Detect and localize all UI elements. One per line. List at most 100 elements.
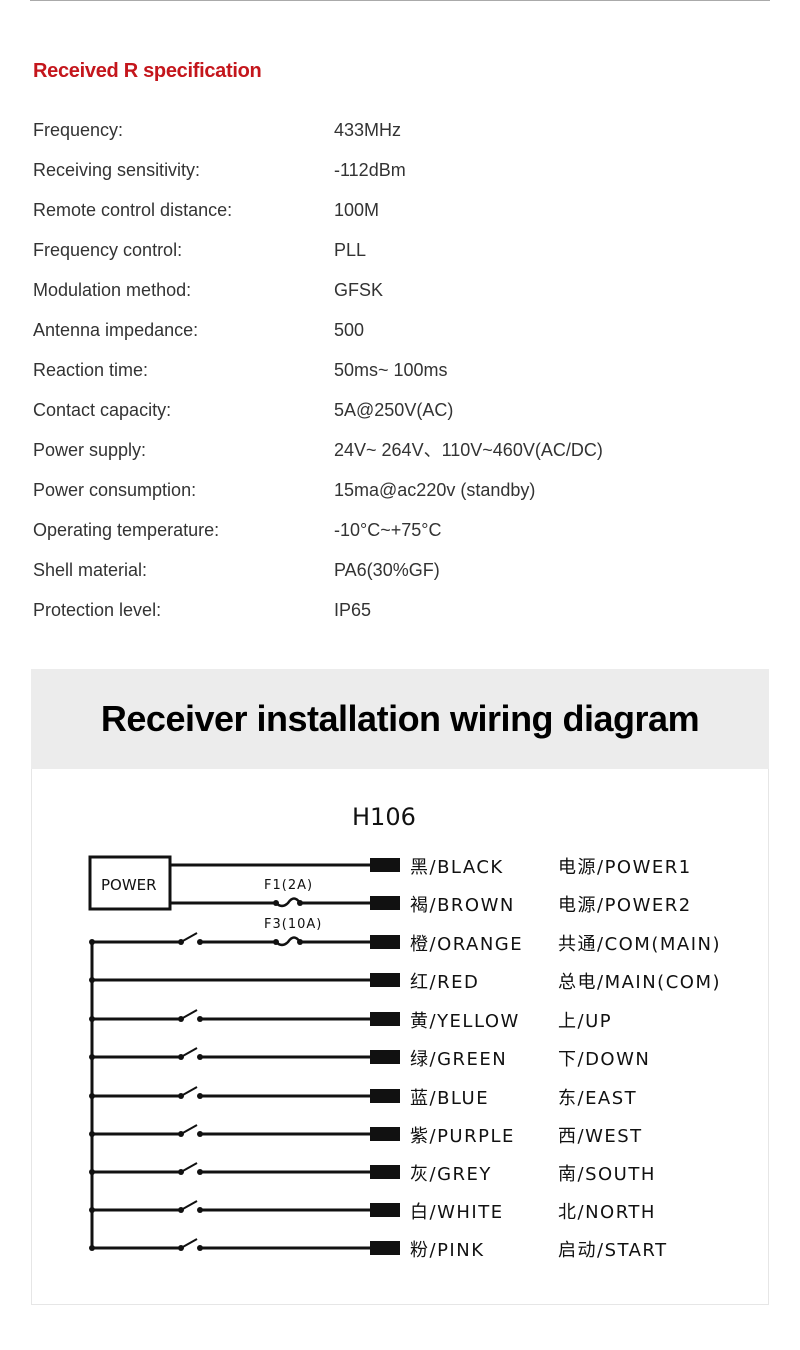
spec-row: Receiving sensitivity: -112dBm <box>33 157 773 197</box>
switch-contact <box>197 1054 203 1060</box>
spec-row: Power supply: 24V~ 264V、110V~460V(AC/DC) <box>33 437 773 477</box>
wire-function-label: 西/WEST <box>558 1126 643 1147</box>
switch-contact <box>197 1016 203 1022</box>
wire-color-label: 蓝/BLUE <box>410 1088 489 1109</box>
wire-function-label: 南/SOUTH <box>558 1164 656 1185</box>
spec-label: Antenna impedance: <box>33 320 199 340</box>
fuse-contact <box>273 900 279 906</box>
wire-color-label: 黑/BLACK <box>410 857 504 878</box>
wire-function-label: 电源/POWER2 <box>558 895 692 916</box>
fuse-contact <box>297 939 303 945</box>
spec-value: 24V~ 264V、110V~460V(AC/DC) <box>334 440 603 460</box>
spec-label: Frequency control: <box>33 240 183 260</box>
bus-junction <box>89 1093 95 1099</box>
spec-row: Protection level: IP65 <box>33 597 773 637</box>
wire-function-label: 启动/START <box>558 1240 668 1261</box>
wire-color-label: 黄/YELLOW <box>410 1011 520 1032</box>
spec-label: Shell material: <box>33 560 148 580</box>
spec-label: Contact capacity: <box>33 400 172 420</box>
bus-junction <box>89 1245 95 1251</box>
wire-function-label: 下/DOWN <box>558 1049 650 1070</box>
spec-row: Antenna impedance: 500 <box>33 317 773 357</box>
spec-value: 433MHz <box>334 120 402 140</box>
bus-junction <box>89 977 95 983</box>
bus-junction <box>89 1207 95 1213</box>
spec-label: Receiving sensitivity: <box>33 160 201 180</box>
spec-label: Modulation method: <box>33 280 192 300</box>
terminal-block <box>370 973 400 987</box>
switch-icon <box>180 932 198 943</box>
fuse-label: F3(10A) <box>264 917 322 932</box>
switch-icon <box>180 1238 198 1249</box>
power-box <box>88 855 172 911</box>
switch-icon <box>180 1086 198 1097</box>
wire-color-label: 灰/GREY <box>410 1164 492 1185</box>
switch-contact <box>197 1245 203 1251</box>
bus-junction <box>89 1016 95 1022</box>
switch-icon <box>180 1200 198 1211</box>
spec-row: Shell material:PA6(30%GF) <box>33 557 773 597</box>
spec-row: Modulation method: GFSK <box>33 277 773 317</box>
diagram-title: Receiver installation wiring diagram <box>100 698 700 739</box>
wire-function-label: 上/UP <box>558 1011 612 1032</box>
terminal-block <box>370 1050 400 1064</box>
switch-contact <box>197 1169 203 1175</box>
model-label: H106 <box>352 803 416 831</box>
switch-icon <box>180 1009 198 1020</box>
terminal-block <box>370 1241 400 1255</box>
wire-function-label: 东/EAST <box>558 1088 637 1109</box>
spec-row: Power consumption: 15ma@ac220v (standby) <box>33 477 773 517</box>
wire-function-label: 北/NORTH <box>558 1202 656 1223</box>
spec-value: 500 <box>334 320 365 340</box>
spec-label: Power supply: <box>33 440 147 460</box>
switch-contact <box>197 1207 203 1213</box>
fuse-label: F1(2A) <box>264 878 313 893</box>
spec-value: -112dBm <box>334 160 406 180</box>
spec-label: Frequency: <box>33 120 124 140</box>
switch-contact <box>197 1093 203 1099</box>
wire-function-label: 总电/MAIN(COM) <box>558 972 721 993</box>
spec-row: Frequency: 433MHz <box>33 117 773 157</box>
spec-row: Contact capacity: 5A@250V(AC) <box>33 397 773 437</box>
fuse-contact <box>297 900 303 906</box>
switch-contact <box>197 939 203 945</box>
spec-value: 50ms~ 100ms <box>334 360 448 380</box>
wiring-diagram-panel <box>31 769 769 1305</box>
spec-label: Operating temperature: <box>33 520 220 540</box>
fuse-icon <box>275 897 302 908</box>
spec-value: IP65 <box>334 600 372 620</box>
terminal-block <box>370 896 400 910</box>
wire-color-label: 紫/PURPLE <box>410 1126 515 1147</box>
spec-value: 5A@250V(AC) <box>334 400 454 420</box>
spec-row: Reaction time: 50ms~ 100ms <box>33 357 773 397</box>
spec-label: Reaction time: <box>33 360 149 380</box>
terminal-block <box>370 1165 400 1179</box>
spec-label: Remote control distance: <box>33 200 233 220</box>
spec-value: 100M <box>334 200 380 220</box>
switch-icon <box>180 1047 198 1058</box>
terminal-block <box>370 1203 400 1217</box>
bus-junction <box>89 1169 95 1175</box>
switch-contact <box>197 1131 203 1137</box>
bus-junction <box>89 939 95 945</box>
power-label: POWER <box>101 876 157 894</box>
fuse-icon <box>275 936 302 947</box>
terminal-block <box>370 858 400 872</box>
spec-row: Operating temperature: -10°C~+75°C <box>33 517 773 557</box>
spec-value: PLL <box>334 240 367 260</box>
diagram-header: Receiver installation wiring diagram <box>31 669 769 769</box>
wire-function-label: 共通/COM(MAIN) <box>558 934 721 955</box>
section-title: Received R specification <box>33 60 262 82</box>
spec-value: 15ma@ac220v (standby) <box>334 480 536 500</box>
spec-label: Protection level: <box>33 600 162 620</box>
wire-color-label: 白/WHITE <box>410 1202 504 1223</box>
spec-value: GFSK <box>334 280 384 300</box>
switch-icon <box>180 1162 198 1173</box>
spec-label: Power consumption: <box>33 480 197 500</box>
switch-icon <box>180 1124 198 1135</box>
terminal-block <box>370 1089 400 1103</box>
spec-value: -10°C~+75°C <box>334 520 442 540</box>
terminal-block <box>370 1127 400 1141</box>
wire-color-label: 红/RED <box>410 972 479 993</box>
